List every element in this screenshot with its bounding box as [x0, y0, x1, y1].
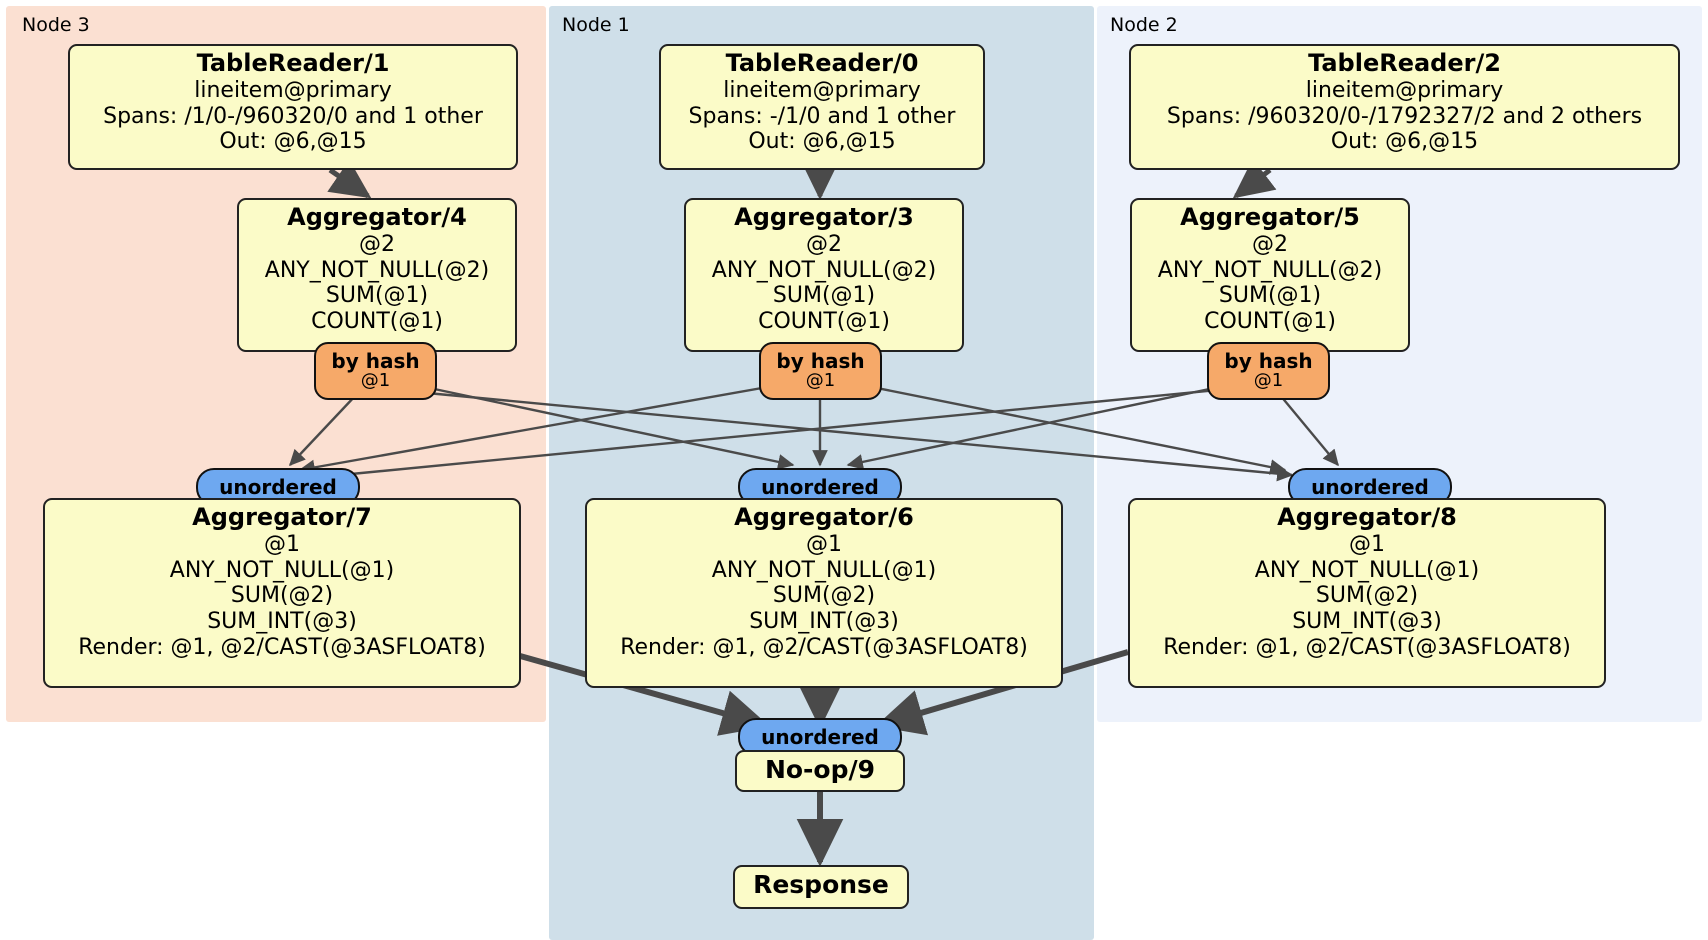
panel-label-node-2: Node 2 — [1110, 14, 1178, 36]
processor-line: SUM_INT(@3) — [749, 609, 899, 635]
edge-hashright-to-unordered-mid — [846, 381, 1239, 470]
processor-line: Spans: /1/0-/960320/0 and 1 other — [103, 103, 483, 129]
processor-line: COUNT(@1) — [311, 309, 443, 335]
router-label: unordered — [761, 725, 879, 749]
edge-hashmid-to-unordered-right — [851, 381, 1287, 475]
processor-line: @1 — [264, 531, 300, 557]
processor-line: lineitem@primary — [194, 77, 392, 103]
processor-line: lineitem@primary — [1305, 77, 1504, 103]
processor-no-op-9[interactable]: No-op/9 — [735, 750, 905, 792]
router-sublabel: @1 — [1253, 370, 1284, 392]
processor-aggregator-5[interactable]: Aggregator/5 @2 ANY_NOT_NULL(@2) SUM(@1)… — [1130, 198, 1410, 352]
processor-title: Aggregator/7 — [192, 503, 372, 531]
processor-title: Response — [753, 870, 889, 899]
processor-title: TableReader/2 — [1308, 49, 1501, 77]
processor-table-reader-1[interactable]: TableReader/1 lineitem@primary Spans: /1… — [68, 44, 518, 170]
processor-line: ANY_NOT_NULL(@2) — [1157, 257, 1383, 283]
processor-line: SUM_INT(@3) — [1292, 609, 1442, 635]
processor-line: lineitem@primary — [723, 77, 921, 103]
processor-table-reader-0[interactable]: TableReader/0 lineitem@primary Spans: -/… — [659, 44, 985, 170]
processor-line: Render: @1, @2/CAST(@3ASFLOAT8) — [1163, 634, 1571, 660]
processor-line: @1 — [1349, 531, 1385, 557]
processor-line: COUNT(@1) — [1204, 309, 1336, 335]
processor-line: SUM(@2) — [772, 583, 876, 609]
processor-line: Spans: -/1/0 and 1 other — [688, 103, 956, 129]
router-label: unordered — [219, 475, 337, 499]
edge-hashmid-to-unordered-left — [298, 381, 791, 476]
router-by-hash-mid[interactable]: by hash @1 — [759, 342, 882, 400]
router-label: by hash — [776, 349, 865, 374]
router-sublabel: @1 — [805, 370, 836, 392]
router-sublabel: @1 — [360, 370, 391, 392]
processor-title: Aggregator/8 — [1277, 503, 1457, 531]
processor-title: Aggregator/5 — [1180, 203, 1360, 231]
processor-response[interactable]: Response — [733, 865, 909, 909]
router-label: by hash — [331, 349, 420, 374]
processor-line: @2 — [1252, 231, 1288, 257]
processor-line: ANY_NOT_NULL(@1) — [169, 557, 395, 583]
processor-aggregator-4[interactable]: Aggregator/4 @2 ANY_NOT_NULL(@2) SUM(@1)… — [237, 198, 517, 352]
processor-line: Render: @1, @2/CAST(@3ASFLOAT8) — [78, 634, 486, 660]
edge-hashright-to-unordered-left — [308, 386, 1239, 485]
processor-line: @2 — [806, 231, 842, 257]
processor-line: SUM(@1) — [772, 283, 876, 309]
processor-aggregator-8[interactable]: Aggregator/8 @1 ANY_NOT_NULL(@1) SUM(@2)… — [1128, 498, 1606, 688]
processor-line: SUM(@2) — [230, 583, 334, 609]
processor-line: Render: @1, @2/CAST(@3ASFLOAT8) — [620, 634, 1028, 660]
processor-line: @1 — [806, 531, 842, 557]
panel-label-node-3: Node 3 — [22, 14, 90, 36]
edge-tr2-to-agg5 — [1232, 158, 1277, 199]
router-by-hash-left[interactable]: by hash @1 — [314, 342, 437, 400]
edge-agg8-to-unordered-final — [875, 649, 1129, 736]
processor-table-reader-2[interactable]: TableReader/2 lineitem@primary Spans: /9… — [1129, 44, 1680, 170]
processor-line: Out: @6,@15 — [219, 129, 367, 155]
edge-agg7-to-unordered-final — [505, 649, 770, 736]
processor-title: TableReader/1 — [196, 49, 390, 77]
processor-line: SUM(@1) — [325, 283, 429, 309]
edge-hashleft-to-unordered-left — [289, 394, 357, 467]
processor-title: Aggregator/4 — [287, 203, 467, 231]
processor-line: SUM(@2) — [1315, 583, 1419, 609]
processor-line: @2 — [359, 231, 395, 257]
edge-hashleft-to-unordered-right — [405, 389, 1294, 482]
processor-line: SUM_INT(@3) — [207, 609, 357, 635]
processor-line: Out: @6,@15 — [1330, 129, 1479, 155]
processor-line: ANY_NOT_NULL(@2) — [264, 257, 490, 283]
processor-line: ANY_NOT_NULL(@1) — [711, 557, 937, 583]
processor-title: No-op/9 — [764, 755, 876, 784]
panel-label-node-1: Node 1 — [562, 14, 630, 36]
processor-title: Aggregator/6 — [734, 503, 914, 531]
processor-aggregator-6[interactable]: Aggregator/6 @1 ANY_NOT_NULL(@1) SUM(@2)… — [585, 498, 1063, 688]
processor-line: Out: @6,@15 — [748, 129, 896, 155]
edge-tr1-to-agg4 — [327, 159, 372, 199]
processor-title: TableReader/0 — [725, 49, 919, 77]
processor-line: ANY_NOT_NULL(@1) — [1254, 557, 1480, 583]
processor-line: Spans: /960320/0-/1792327/2 and 2 others — [1166, 103, 1643, 129]
router-label: by hash — [1224, 349, 1313, 374]
processor-aggregator-3[interactable]: Aggregator/3 @2 ANY_NOT_NULL(@2) SUM(@1)… — [684, 198, 964, 352]
processor-aggregator-7[interactable]: Aggregator/7 @1 ANY_NOT_NULL(@1) SUM(@2)… — [43, 498, 521, 688]
processor-line: COUNT(@1) — [758, 309, 890, 335]
processor-line: ANY_NOT_NULL(@2) — [711, 257, 937, 283]
router-label: unordered — [761, 475, 879, 499]
processor-line: SUM(@1) — [1218, 283, 1322, 309]
processor-title: Aggregator/3 — [734, 203, 914, 231]
edge-hashright-to-unordered-right — [1279, 394, 1339, 467]
router-label: unordered — [1311, 475, 1429, 499]
router-by-hash-right[interactable]: by hash @1 — [1207, 342, 1330, 400]
